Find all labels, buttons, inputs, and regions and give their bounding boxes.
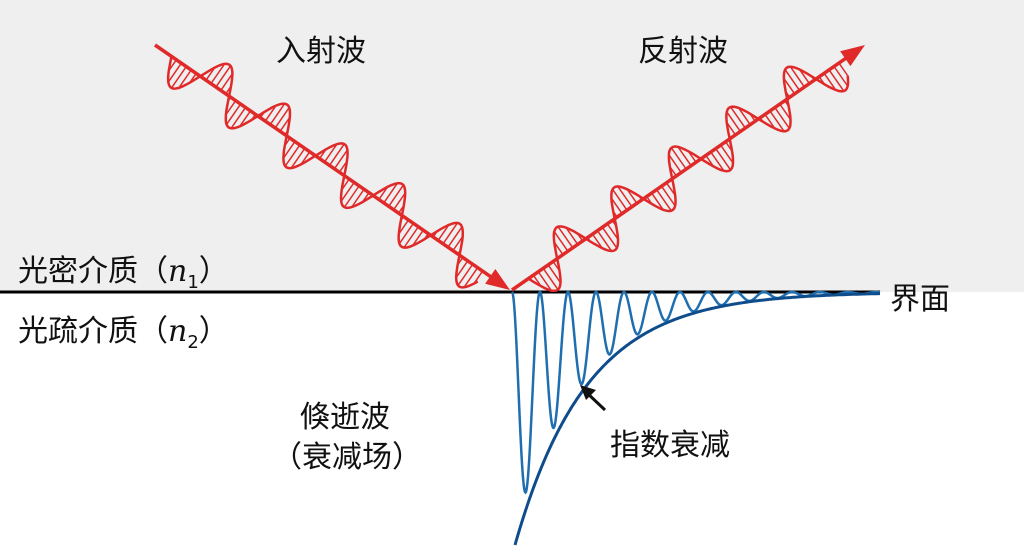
wave-hatch <box>220 73 234 91</box>
wave-hatch <box>651 192 664 211</box>
wave-hatch <box>274 107 290 129</box>
wave-hatch <box>537 271 552 291</box>
wave-hatch <box>452 236 464 252</box>
wave-hatch <box>710 151 725 172</box>
wave-hatch <box>170 66 187 89</box>
wave-hatch <box>383 182 398 204</box>
wave-hatch <box>328 143 345 166</box>
wave-hatch <box>455 260 469 278</box>
wave-hatch <box>351 188 365 208</box>
wave-hatch <box>282 141 296 159</box>
wave-hatch <box>290 147 306 169</box>
wave-hatch <box>655 189 672 212</box>
wave-hatch <box>333 149 349 170</box>
arrowhead-icon <box>485 268 510 290</box>
wave-curve <box>527 65 850 293</box>
incident-axis <box>154 43 498 283</box>
wave-hatch <box>838 62 849 77</box>
wave-hatch <box>269 103 286 125</box>
wave-hatch <box>738 107 751 126</box>
wave-hatch <box>677 146 692 167</box>
wave-hatch <box>279 116 291 132</box>
wave-hatch <box>668 154 682 173</box>
wave-hatch <box>565 227 579 245</box>
wave-hatch <box>239 110 252 127</box>
incident-wave <box>154 43 510 290</box>
wave-hatch <box>670 147 687 170</box>
wave-hatch <box>215 65 232 88</box>
wave-hatch <box>769 110 785 132</box>
decay-pointer-arrow <box>580 385 607 412</box>
wave-hatch <box>823 72 837 91</box>
wave-hatch <box>343 185 360 208</box>
wave-hatch <box>323 143 338 163</box>
dense-medium-label: 光密介质（n1） <box>18 254 229 293</box>
wave-hatch <box>660 185 676 207</box>
wave-hatch <box>783 77 796 95</box>
evanescent-oscillation <box>510 290 881 495</box>
wave-hatch <box>606 223 619 240</box>
reflected-axis <box>511 52 853 292</box>
wave-hatch <box>178 69 192 89</box>
wave-hatch <box>340 182 355 202</box>
wave-hatch <box>412 229 424 247</box>
wave-hatch <box>442 222 459 245</box>
exp-decay-label: 指数衰减 <box>610 428 730 463</box>
wave-hatch <box>225 103 242 125</box>
arrowhead-icon <box>840 45 865 67</box>
wave-hatch <box>596 230 613 252</box>
wave-hatch <box>610 197 623 215</box>
attenuated-field-label: （衰减场） <box>272 440 422 475</box>
wave-hatch <box>398 222 415 245</box>
wave-hatch <box>547 264 562 284</box>
wave-hatch <box>828 69 845 92</box>
rare-medium-label: 光疏介质（n2） <box>18 314 229 353</box>
wave-hatch <box>447 226 463 248</box>
reflected-wave <box>511 45 865 293</box>
wave-hatch <box>779 103 792 120</box>
wave-hatch <box>601 226 618 249</box>
wave-hatch <box>437 224 450 241</box>
incident-wave-label: 入射波 <box>276 34 366 69</box>
wave-hatch <box>730 106 746 129</box>
wave-hatch <box>388 184 404 207</box>
wave-hatch <box>799 69 811 85</box>
wave-hatch <box>720 144 734 164</box>
wave-hatch <box>591 233 603 249</box>
wave-hatch <box>617 186 633 208</box>
wave-hatch <box>833 66 849 87</box>
exponential-envelope <box>513 292 880 546</box>
evanescent-wave-label: 倏逝波 <box>300 400 390 435</box>
wave-hatch <box>626 188 638 204</box>
wave-hatch <box>403 226 419 249</box>
wave-hatch <box>726 111 741 132</box>
wave-curve <box>166 56 479 289</box>
reflected-wave-label: 反射波 <box>638 34 728 69</box>
wave-hatch <box>715 148 732 171</box>
wave-hatch <box>789 66 806 88</box>
wave-hatch <box>284 144 301 167</box>
wave-hatch <box>167 62 182 83</box>
wave-hatch <box>398 219 410 235</box>
wave-hatch <box>457 263 474 286</box>
wave-hatch <box>542 267 559 291</box>
wave-hatch <box>230 107 247 129</box>
wave-hatch <box>764 113 776 129</box>
wave-hatch <box>784 69 801 91</box>
wave-hatch <box>611 188 628 211</box>
wave-hatch <box>264 105 277 122</box>
interface-label: 界面 <box>890 282 950 317</box>
wave-hatch <box>463 267 479 288</box>
wave-hatch <box>393 192 406 211</box>
wave-hatch <box>557 226 574 249</box>
wave-hatch <box>225 100 237 116</box>
wave-hatch <box>210 63 226 85</box>
wave-hatch <box>553 231 569 252</box>
wave-hatch <box>774 107 790 129</box>
